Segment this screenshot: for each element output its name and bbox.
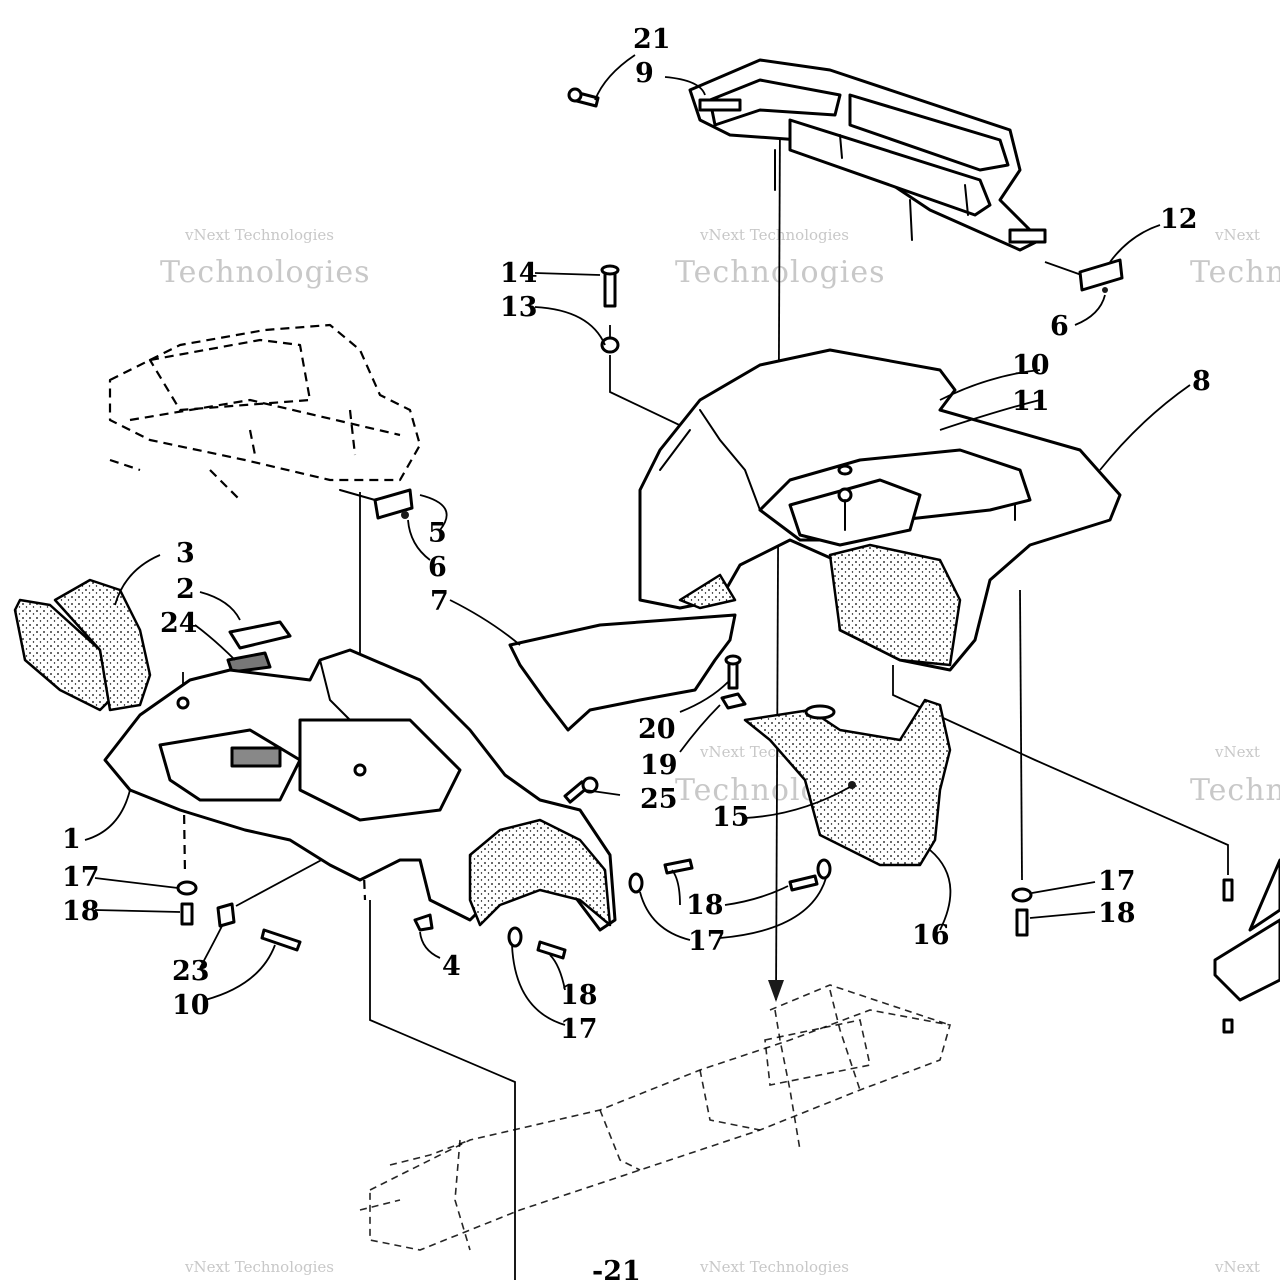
callout-19: 19	[640, 750, 678, 781]
rear-fender	[638, 348, 1122, 672]
callout-21: 21	[633, 24, 671, 55]
callout-23: 23	[172, 956, 210, 987]
callout-3: 3	[176, 538, 195, 569]
watermark-text: vNext	[1214, 1258, 1260, 1276]
callout-17: 17	[62, 862, 100, 893]
bracket-12	[1078, 258, 1124, 293]
callout-6: 6	[428, 552, 447, 583]
callout-15: 15	[712, 802, 750, 833]
callout-11: 11	[1012, 386, 1050, 417]
bolt-14	[600, 264, 620, 354]
callout-18: 18	[686, 890, 724, 921]
watermark-text: Technologies	[1190, 255, 1280, 290]
callout-8: 8	[1192, 366, 1211, 397]
callout-5: 5	[428, 518, 447, 549]
chassis-frame	[359, 984, 952, 1251]
callout-24: 24	[160, 608, 198, 639]
bolt-20	[720, 654, 747, 710]
side-panel-7	[508, 613, 737, 732]
bracket-5	[339, 488, 414, 520]
callout-18: 18	[62, 896, 100, 927]
callout-17: 17	[688, 926, 726, 957]
hardware-17-18-right	[1011, 887, 1033, 937]
rear-rack	[688, 58, 1047, 252]
watermark-text: vNext	[1214, 743, 1260, 761]
callout-7: 7	[430, 586, 449, 617]
callout-labels: 21 9 12 6 14 13 10 11 8 5 6 3 2 24 7 20 …	[62, 24, 1211, 1280]
callout-17: 17	[1098, 866, 1136, 897]
callout-18: 18	[560, 980, 598, 1011]
callout-1: 1	[62, 824, 81, 855]
callout-14: 14	[500, 258, 538, 289]
watermark-text: vNext Technologies	[699, 226, 849, 244]
callout-20: 20	[638, 714, 676, 745]
bolt-21	[567, 87, 600, 108]
watermark-text: vNext Technologies	[699, 1258, 849, 1276]
watermark-text: Technologies	[160, 255, 371, 290]
hardware-17-18-left	[176, 880, 302, 952]
callout-10: 10	[1012, 350, 1050, 381]
hardware-17-18-center	[507, 858, 832, 960]
callout-13: 13	[500, 292, 538, 323]
watermark-text: Technologies	[1190, 773, 1280, 808]
front-rack-dashed	[108, 323, 422, 501]
clip-4	[413, 913, 434, 932]
callout-9: 9	[635, 58, 654, 89]
callout-18: 18	[1098, 898, 1136, 929]
bolt-25	[563, 776, 599, 804]
callout-6: 6	[1050, 311, 1069, 342]
callout-17: 17	[560, 1014, 598, 1045]
front-fender	[103, 648, 617, 932]
watermark-text: vNext Technologies	[184, 226, 334, 244]
watermark-text: Technologies	[675, 255, 886, 290]
callout-10: 10	[172, 990, 210, 1021]
callout-25: 25	[640, 784, 678, 815]
watermark-text: vNext Technologies	[184, 1258, 334, 1276]
callout-4: 4	[442, 951, 461, 982]
callout-12: 12	[1160, 204, 1198, 235]
seat-3	[13, 578, 152, 712]
callout-21-bottom: -21	[592, 1256, 641, 1280]
exhaust-partial	[1213, 858, 1280, 1034]
watermark-text: vNext	[1214, 226, 1260, 244]
callout-leaders	[84, 54, 1191, 1026]
pad-2	[228, 620, 292, 650]
callout-2: 2	[176, 574, 195, 605]
callout-16: 16	[912, 920, 950, 951]
plate-24	[226, 651, 272, 674]
